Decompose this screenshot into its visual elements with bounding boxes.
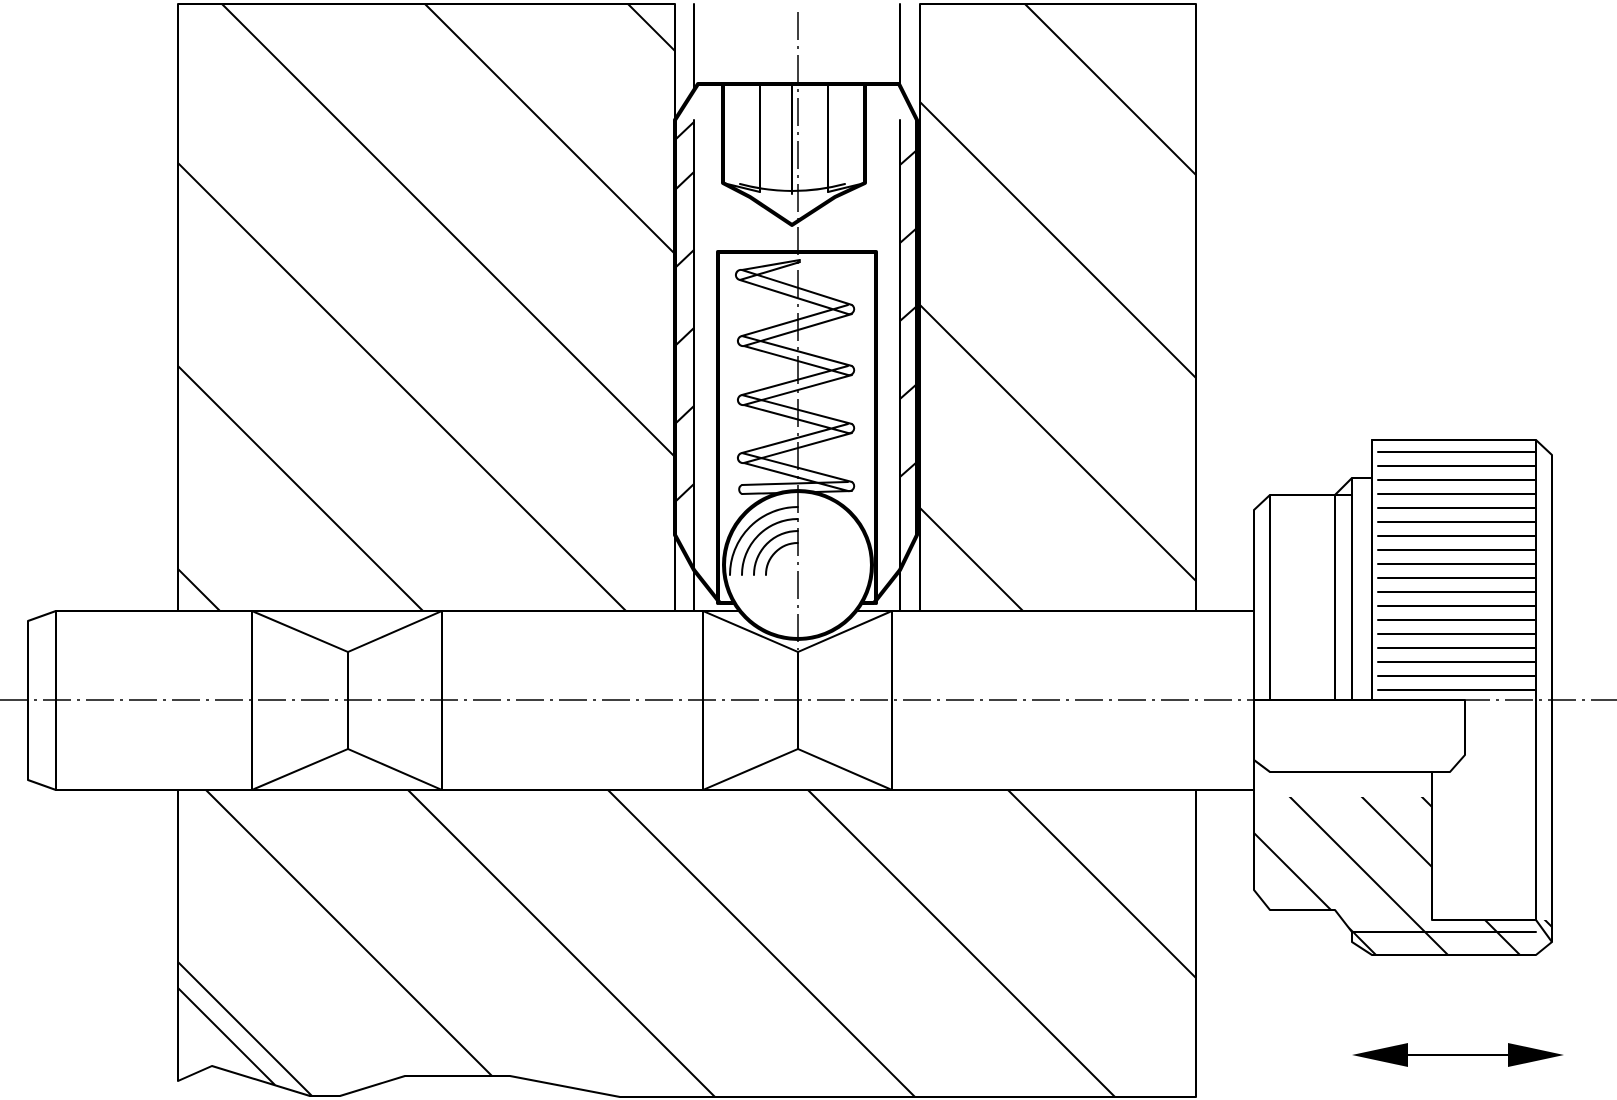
housing-body — [177, 3, 1197, 1098]
hatch-upper-right — [920, 4, 1196, 611]
hatch-upper-left — [178, 4, 675, 611]
center-lines — [0, 12, 1617, 701]
hatch-lower — [178, 790, 1196, 1097]
spring-plunger — [673, 82, 919, 641]
hex-socket — [721, 82, 867, 227]
knurling — [1377, 451, 1537, 691]
double-arrow-icon — [1352, 1043, 1564, 1067]
thread-ticks-left — [674, 121, 695, 503]
thread-ticks-right — [899, 149, 918, 478]
index-shaft — [27, 610, 1255, 791]
